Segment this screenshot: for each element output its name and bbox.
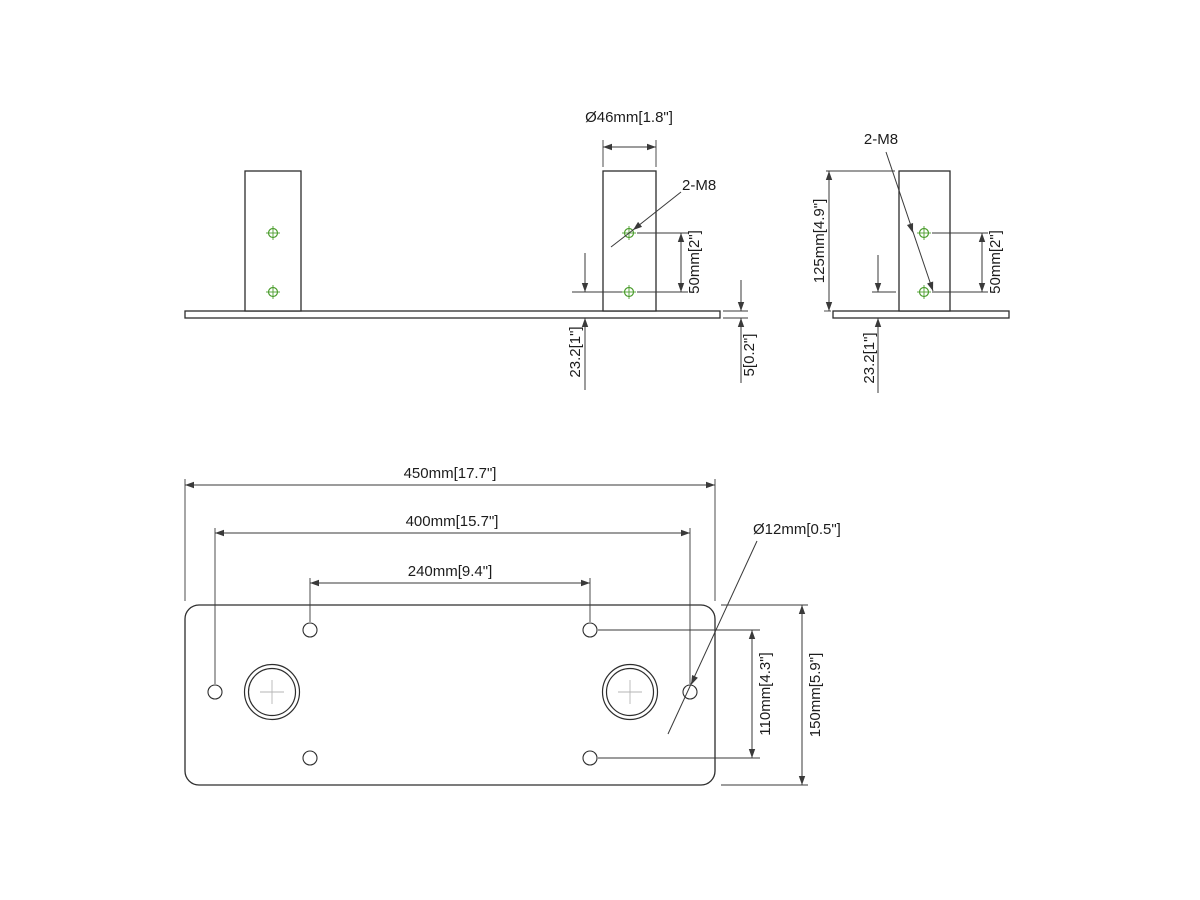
dim-front-hole-to-plate-label: 23.2[1"] [567, 326, 584, 377]
front-view: Ø46mm[1.8"] 2-M8 50mm[2"] 23.2[1"] [184, 109, 758, 390]
dim-outer-hole-spacing-label: 400mm[15.7"] [406, 513, 499, 530]
front-holes-label: 2-M8 [682, 177, 716, 194]
dim-overall-width-label: 450mm[17.7"] [404, 465, 497, 482]
side-post-holes [917, 226, 931, 299]
dim-inner-hole-spacing-label: 240mm[9.4"] [408, 563, 493, 580]
hole-diameter-callout: Ø12mm[0.5"] [667, 521, 841, 735]
dim-overall-width: 450mm[17.7"] [184, 465, 716, 601]
right-post-front [602, 170, 657, 312]
base-plate-side [832, 310, 1010, 319]
dim-side-hole-to-plate-label: 23.2[1"] [861, 332, 878, 383]
dim-post-height: 125mm[4.9"] [811, 170, 895, 312]
right-post-plan [601, 663, 659, 721]
dim-post-height-label: 125mm[4.9"] [811, 199, 828, 284]
front-holes-callout: 2-M8 [610, 177, 716, 248]
dim-overall-depth-label: 150mm[5.9"] [807, 653, 824, 738]
side-view: 2-M8 125mm[4.9"] 50mm[2"] 23.2[1"] [811, 131, 1010, 393]
dim-post-diameter-label: Ø46mm[1.8"] [585, 109, 673, 126]
dim-side-hole-spacing: 50mm[2"] [932, 230, 1004, 294]
dim-inner-hole-spacing: 240mm[9.4"] [309, 563, 591, 622]
dim-outer-hole-spacing: 400mm[15.7"] [214, 513, 691, 684]
dim-row-spacing: 110mm[4.3"] [598, 629, 774, 759]
side-holes-callout: 2-M8 [864, 131, 934, 292]
side-holes-label: 2-M8 [864, 131, 898, 148]
dim-overall-depth: 150mm[5.9"] [721, 604, 824, 786]
post-side [898, 170, 951, 312]
hole-diameter-label: Ø12mm[0.5"] [753, 521, 841, 538]
dim-side-hole-to-plate: 23.2[1"] [861, 255, 896, 393]
dim-plate-thickness-label: 5[0.2"] [741, 334, 758, 377]
dim-side-hole-spacing-label: 50mm[2"] [987, 230, 1004, 294]
base-plate-plan [184, 604, 716, 786]
dim-front-hole-to-plate: 23.2[1"] [567, 253, 622, 390]
dim-row-spacing-label: 110mm[4.3"] [757, 652, 774, 735]
dim-front-hole-spacing: 50mm[2"] [637, 230, 703, 294]
base-plate-front [184, 310, 721, 319]
left-post-plan [243, 663, 301, 721]
plan-mounting-holes [207, 622, 698, 766]
left-post-holes [266, 226, 280, 299]
dim-front-hole-spacing-label: 50mm[2"] [686, 230, 703, 294]
dim-post-diameter: Ø46mm[1.8"] [585, 109, 673, 167]
plan-view: 450mm[17.7"] 400mm[15.7"] 240mm[9.4"] Ø1… [184, 465, 841, 786]
dim-plate-thickness: 5[0.2"] [723, 280, 758, 383]
